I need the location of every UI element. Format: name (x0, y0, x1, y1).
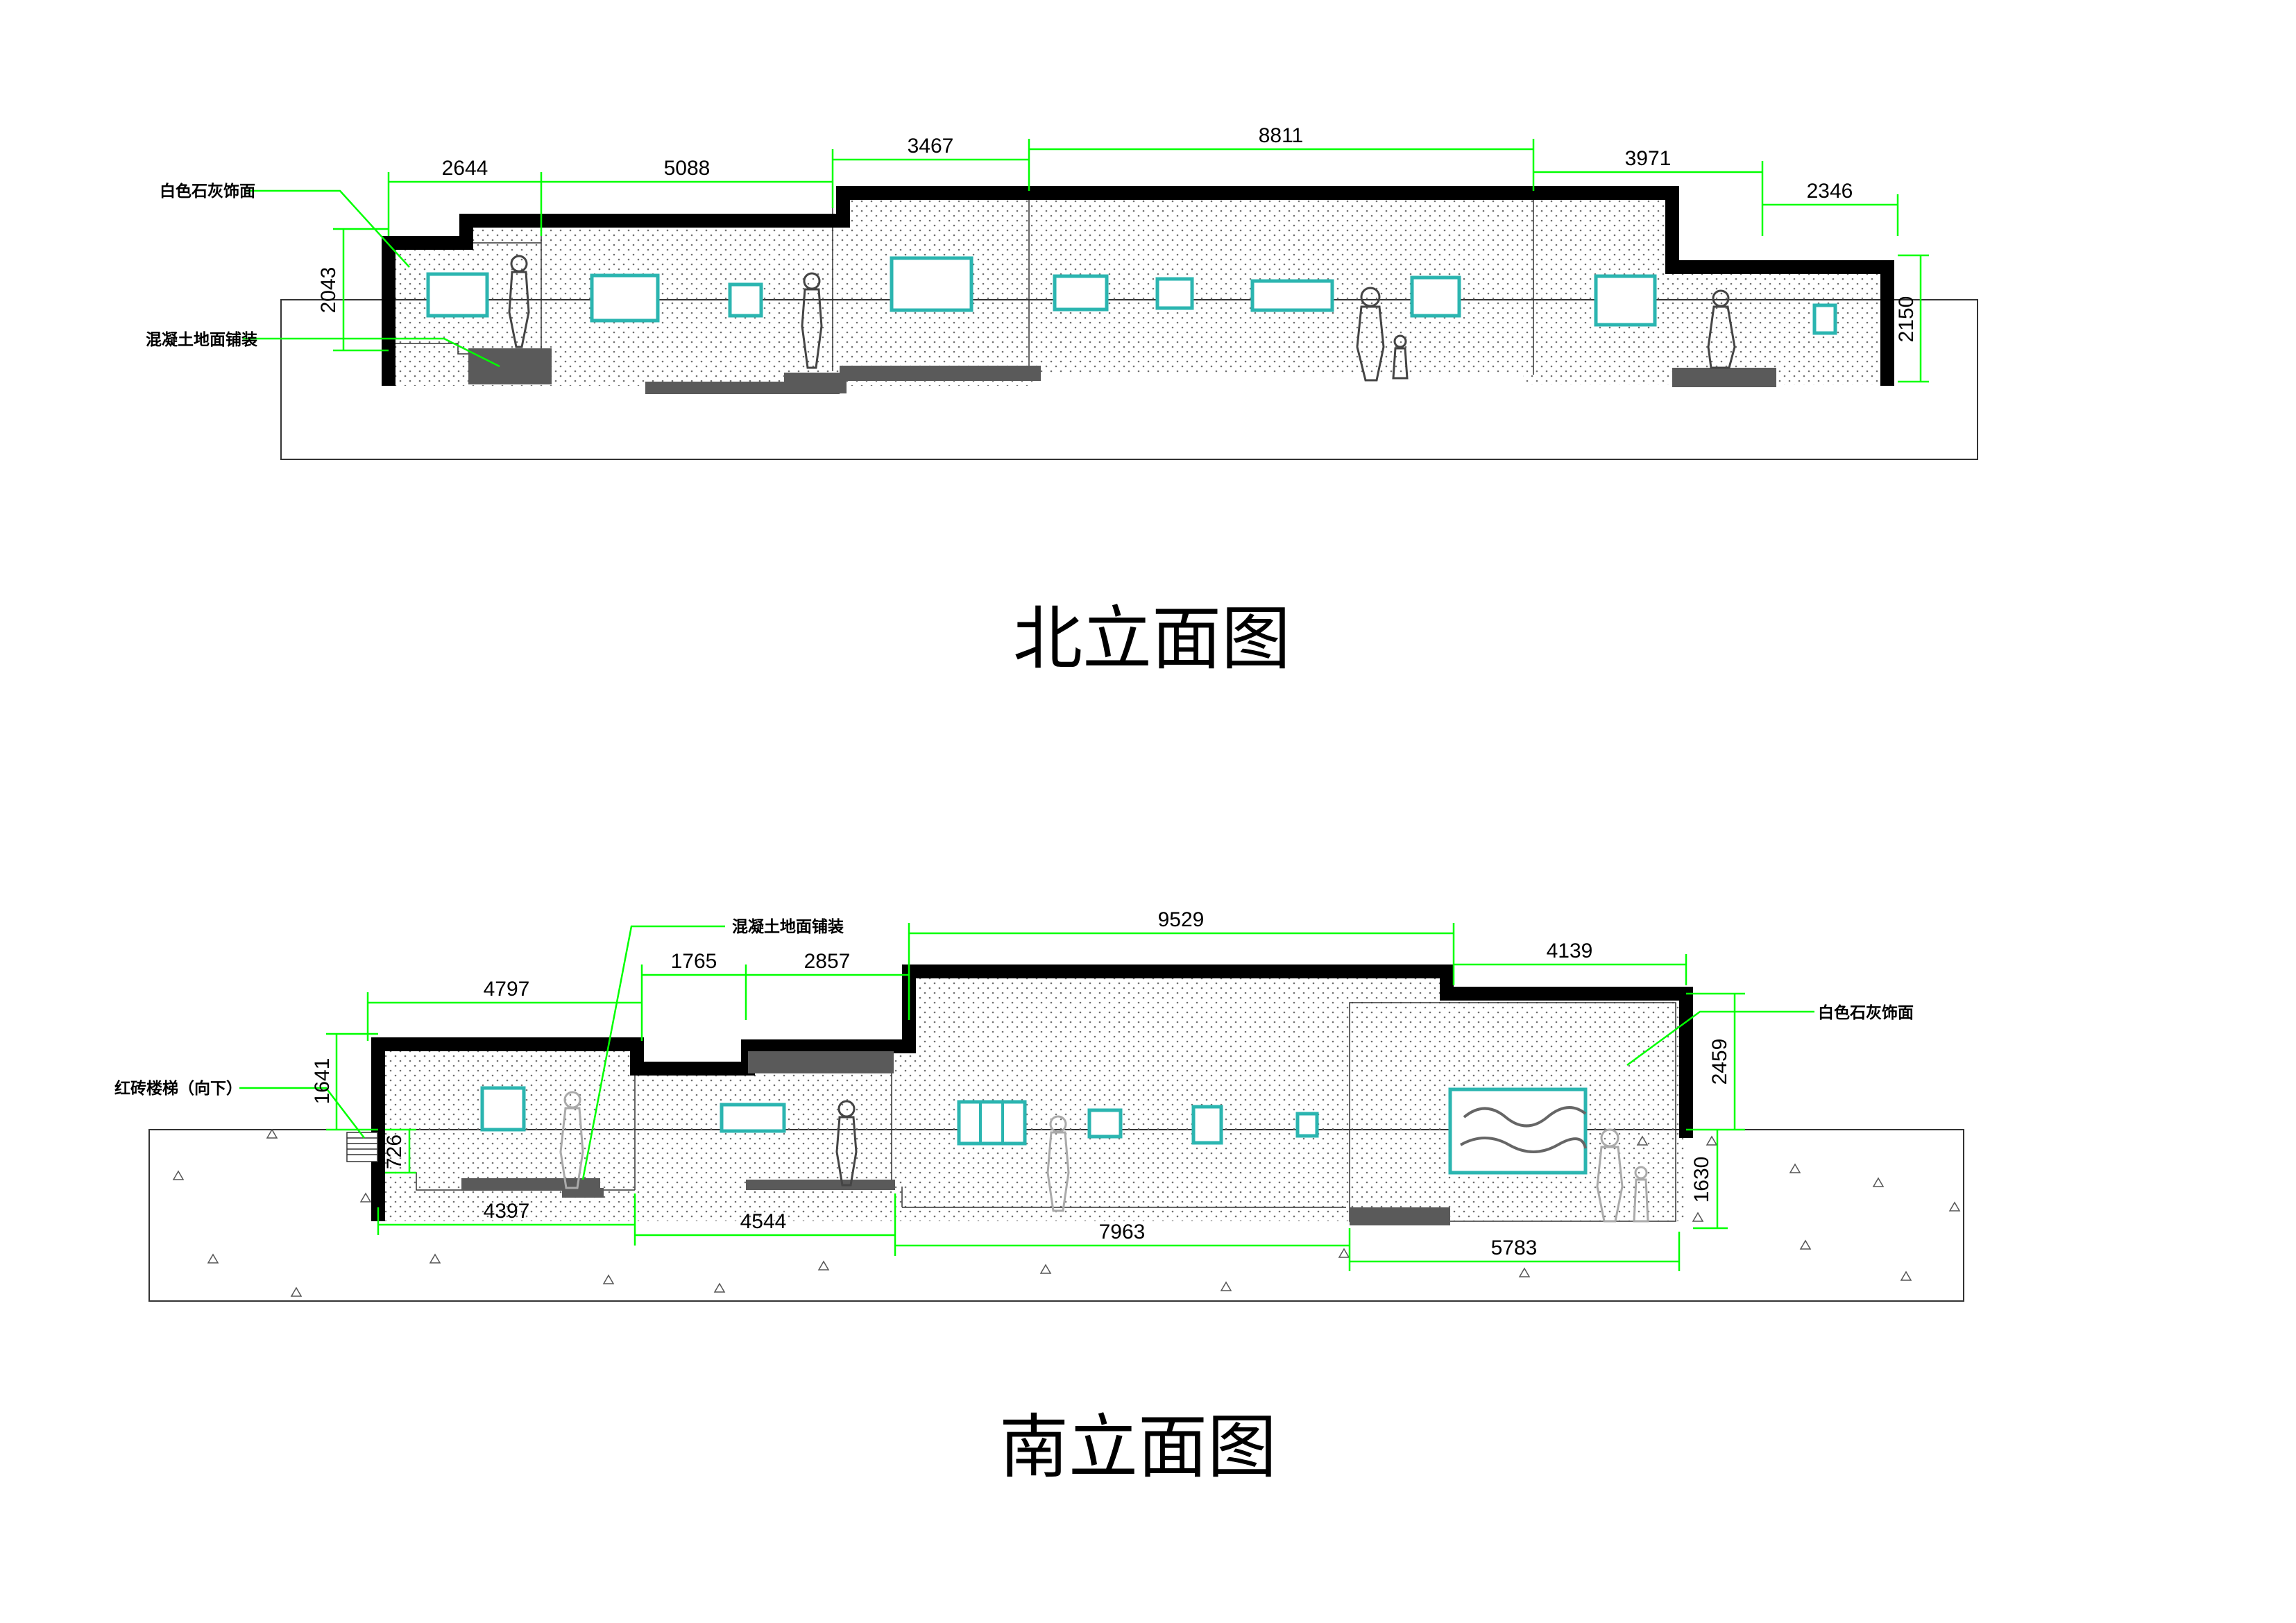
north-floor-slabs (468, 348, 1776, 394)
south-people (559, 1091, 1649, 1223)
south-dim-bottom-2: 4544 (740, 1210, 787, 1233)
south-picture-frames (480, 1086, 1588, 1175)
north-dim-left: 2043 (317, 267, 340, 314)
north-note-concrete-paving: 混凝土地面铺装 (146, 330, 257, 349)
north-dim-top-2: 5088 (664, 157, 711, 180)
north-person-1 (508, 255, 530, 348)
south-dim-right-a: 2459 (1708, 1039, 1731, 1085)
south-elevation: 混凝土地面铺装 白色石灰饰面 红砖楼梯（向下） 4797 1765 2857 9… (114, 908, 1964, 1488)
south-dim-top-3: 2857 (804, 950, 851, 973)
south-right-dimensions (1686, 992, 1745, 1230)
south-dim-top-2: 1765 (671, 950, 717, 973)
south-frame-1 (480, 1086, 526, 1132)
north-title: 北立面图 (1013, 598, 1291, 679)
south-leaders (239, 925, 1814, 1180)
north-roof-line (382, 186, 1894, 386)
south-dim-left-a: 1641 (311, 1058, 334, 1105)
north-left-dimension (333, 228, 389, 352)
south-person-4 (1596, 1128, 1649, 1223)
north-frame-4 (890, 256, 973, 312)
north-frame-9 (1594, 274, 1657, 327)
south-roof-line (371, 965, 1693, 1221)
south-dim-right-b: 1630 (1690, 1157, 1713, 1203)
north-person-3 (1356, 287, 1409, 382)
north-frame-8 (1410, 275, 1461, 318)
north-wall-fill (389, 193, 1887, 386)
north-leaders (243, 189, 500, 368)
south-frame-2 (720, 1103, 786, 1133)
north-frame-6 (1155, 277, 1194, 310)
north-frame-3 (728, 282, 763, 318)
south-note-concrete-paving: 混凝土地面铺装 (732, 917, 844, 936)
south-left-dimensions (326, 1033, 416, 1174)
south-dim-top-4: 9529 (1158, 908, 1205, 931)
north-frame-1 (426, 272, 489, 318)
south-dim-bottom-1: 4397 (484, 1200, 530, 1223)
south-dim-bottom-4: 5783 (1491, 1237, 1538, 1259)
north-dim-top-6: 2346 (1807, 180, 1853, 203)
north-person-4 (1707, 289, 1736, 369)
north-dim-right: 2150 (1895, 296, 1918, 343)
north-dim-top-5: 3971 (1625, 147, 1672, 170)
south-wall-fill (378, 971, 1686, 1221)
south-frame-4 (1087, 1108, 1123, 1139)
south-frame-5 (1191, 1105, 1223, 1145)
north-top-dimension-chain (387, 139, 1899, 236)
north-frame-5 (1053, 274, 1109, 312)
south-frame-7 (1448, 1087, 1588, 1175)
north-dim-top-3: 3467 (908, 135, 954, 158)
north-dim-top-4: 8811 (1259, 124, 1304, 147)
south-note-lime-finish: 白色石灰饰面 (1818, 1003, 1914, 1022)
south-dim-top-1: 4797 (484, 978, 530, 1001)
north-picture-frames (426, 256, 1837, 335)
south-person-1 (559, 1091, 584, 1189)
south-title: 南立面图 (999, 1407, 1277, 1488)
north-note-lime-finish: 白色石灰饰面 (160, 182, 255, 201)
south-person-2 (835, 1100, 858, 1187)
north-right-dimension (1898, 254, 1929, 383)
south-dim-bottom-3: 7963 (1099, 1221, 1146, 1243)
north-elevation: 白色石灰饰面 混凝土地面铺装 2644 5088 3467 8811 3971 … (146, 124, 1978, 679)
south-frame-6 (1295, 1112, 1319, 1138)
north-frame-2 (590, 273, 660, 323)
south-brick-stairs (346, 1132, 378, 1162)
south-dim-left-b: 726 (383, 1135, 406, 1169)
south-top-dimension-chain (366, 923, 1687, 1041)
north-person-2 (801, 272, 823, 369)
south-ground-hatch (172, 1128, 1961, 1297)
south-frame-3 (957, 1100, 1027, 1146)
south-note-brick-stairs: 红砖楼梯（向下） (114, 1079, 242, 1098)
south-dim-top-5: 4139 (1547, 940, 1593, 962)
north-dim-top-1: 2644 (442, 157, 488, 180)
south-person-3 (1046, 1115, 1070, 1212)
north-people (508, 255, 1736, 382)
south-bottom-dimension-chain (377, 1193, 1681, 1271)
north-frame-10 (1812, 303, 1837, 335)
south-floor-slabs (461, 1051, 1450, 1225)
north-frame-7 (1250, 279, 1334, 312)
